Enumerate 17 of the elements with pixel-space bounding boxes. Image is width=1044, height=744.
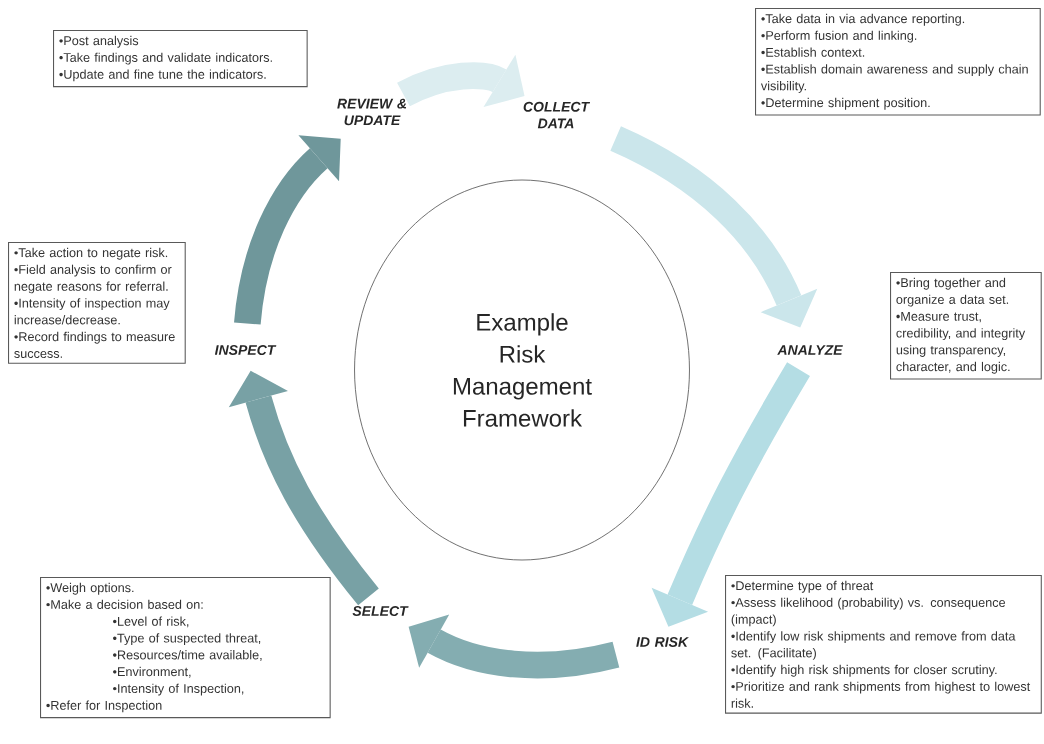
- block-arrow: [234, 135, 341, 325]
- stage-label: SELECT: [352, 606, 409, 616]
- stage-label: ID RISK: [636, 637, 689, 647]
- block-arrow: [408, 614, 619, 679]
- block-arrow: [397, 54, 525, 107]
- stage-label: REVIEW & UPDATE: [337, 98, 407, 126]
- block-arrow: [228, 370, 379, 606]
- stage-label: INSPECT: [214, 345, 277, 355]
- text-box: •Bring together and organize a data set. •Measure trust, credibility, and integrity using transparency, character, and logic.: [890, 272, 1042, 380]
- text-box: •Weigh options. •Make a decision based on: •Level of risk, •Type of suspected threat, •Resources/time available, •Environment, •Intensity of Inspection, •Refer for Inspection: [40, 577, 331, 719]
- text-box: •Take data in via advance reporting. •Perform fusion and linking. •Establish context. •Establish domain awareness and supply chain visibility. •Determine shipment position.: [755, 8, 1041, 116]
- text-box: •Take action to negate risk. •Field analysis to confirm or negate reasons for referral. •Intensity of inspection may increase/decrease. •Record findings to measure success.: [8, 242, 186, 364]
- stage-label: COLLECT DATA: [523, 101, 591, 129]
- text-box: •Determine type of threat •Assess likelihood (probability) vs. consequence (impact) •Identify low risk shipments and remove from data set. (Facilitate) •Identify high risk shipments for closer scrutiny. •Prioritize and rank shipments from highest to lowest risk.: [725, 575, 1042, 714]
- text-box: •Post analysis •Take findings and validate indicators. •Update and fine tune the indicators.: [53, 30, 308, 88]
- stage-label: ANALYZE: [777, 345, 843, 355]
- block-arrow: [610, 126, 818, 328]
